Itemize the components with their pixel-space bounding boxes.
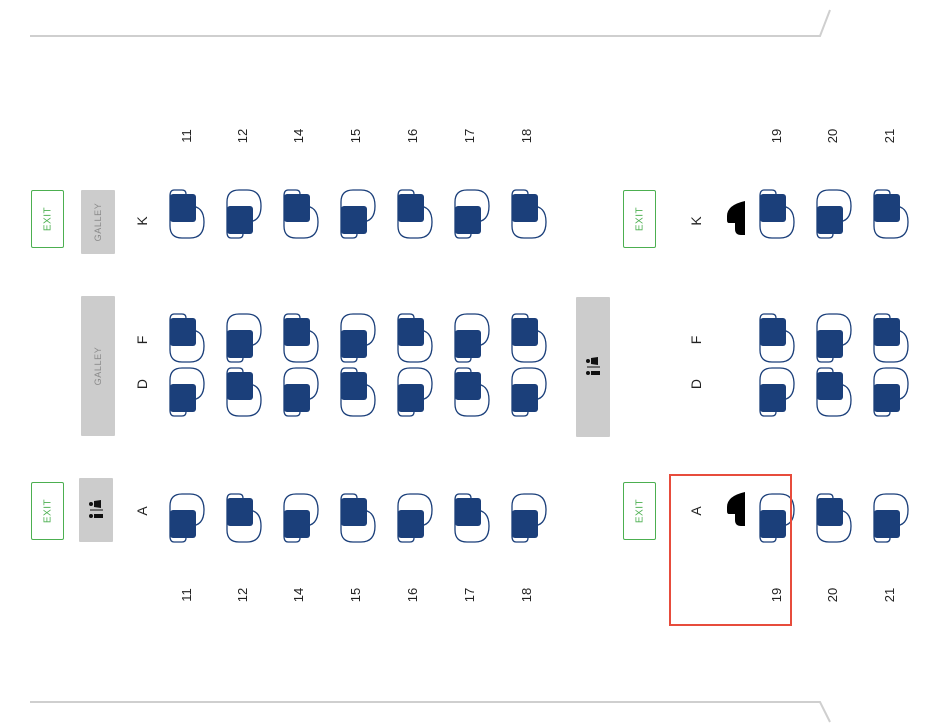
seat-14A[interactable] <box>282 492 320 544</box>
seat-letter-d: D <box>688 378 704 390</box>
seat-15D[interactable] <box>339 366 377 418</box>
seat-20D[interactable] <box>815 366 853 418</box>
row-number: 14 <box>291 587 306 603</box>
seat-17F[interactable] <box>453 312 491 364</box>
seat-16F[interactable] <box>396 312 434 364</box>
row-number: 14 <box>291 128 306 144</box>
seat-14K[interactable] <box>282 188 320 240</box>
seat-17K[interactable] <box>453 188 491 240</box>
row-number: 20 <box>825 587 840 603</box>
seat-18F[interactable] <box>510 312 548 364</box>
row-number: 16 <box>405 587 420 603</box>
row-number: 12 <box>235 587 250 603</box>
seat-15A[interactable] <box>339 492 377 544</box>
galley-top: GALLEY <box>81 190 115 254</box>
seat-11D[interactable] <box>168 366 206 418</box>
seat-14F[interactable] <box>282 312 320 364</box>
row-number: 12 <box>235 128 250 144</box>
row-number: 11 <box>179 588 194 602</box>
seat-19D[interactable] <box>758 366 796 418</box>
seat-12A[interactable] <box>225 492 263 544</box>
exit-mid-bottom: EXIT <box>623 482 656 540</box>
seat-12D[interactable] <box>225 366 263 418</box>
seat-12F[interactable] <box>225 312 263 364</box>
seat-15F[interactable] <box>339 312 377 364</box>
seat-20A[interactable] <box>815 492 853 544</box>
seat-18A[interactable] <box>510 492 548 544</box>
lavatory-middle <box>576 297 610 437</box>
row-number: 17 <box>462 128 477 144</box>
seat-21D[interactable] <box>872 366 910 418</box>
seat-11F[interactable] <box>168 312 206 364</box>
seat-letter-k: K <box>688 216 704 226</box>
seat-letter-f: F <box>134 335 150 345</box>
restroom-icon <box>89 500 103 518</box>
seat-17A[interactable] <box>453 492 491 544</box>
row-number: 16 <box>405 128 420 144</box>
seat-15K[interactable] <box>339 188 377 240</box>
seat-21K[interactable] <box>872 188 910 240</box>
seat-letter-a: A <box>134 506 150 516</box>
seat-17D[interactable] <box>453 366 491 418</box>
selected-seat-highlight <box>669 474 792 626</box>
row-number: 21 <box>882 587 897 603</box>
seat-21A[interactable] <box>872 492 910 544</box>
seat-18D[interactable] <box>510 366 548 418</box>
seat-16D[interactable] <box>396 366 434 418</box>
row-number: 20 <box>825 128 840 144</box>
bassinet-icon <box>727 201 745 235</box>
seat-20F[interactable] <box>815 312 853 364</box>
row-number: 15 <box>348 587 363 603</box>
seat-letter-f: F <box>688 335 704 345</box>
row-number: 15 <box>348 128 363 144</box>
bassinet-icon <box>727 492 745 526</box>
seat-letter-d: D <box>134 378 150 390</box>
lavatory-front <box>79 478 113 542</box>
seat-16K[interactable] <box>396 188 434 240</box>
seat-11A[interactable] <box>168 492 206 544</box>
exit-front-bottom: EXIT <box>31 482 64 540</box>
seat-18K[interactable] <box>510 188 548 240</box>
seat-12K[interactable] <box>225 188 263 240</box>
row-number: 18 <box>519 587 534 603</box>
row-number: 18 <box>519 128 534 144</box>
seat-letter-k: K <box>134 216 150 226</box>
row-number: 21 <box>882 128 897 144</box>
seat-19A[interactable] <box>758 492 796 544</box>
row-number: 17 <box>462 587 477 603</box>
seat-21F[interactable] <box>872 312 910 364</box>
seat-19K[interactable] <box>758 188 796 240</box>
seat-20K[interactable] <box>815 188 853 240</box>
exit-front-top: EXIT <box>31 190 64 248</box>
galley-center: GALLEY <box>81 296 115 436</box>
seat-16A[interactable] <box>396 492 434 544</box>
seat-14D[interactable] <box>282 366 320 418</box>
row-number: 19 <box>769 128 784 144</box>
seat-11K[interactable] <box>168 188 206 240</box>
exit-mid-top: EXIT <box>623 190 656 248</box>
row-number: 11 <box>179 129 194 143</box>
restroom-icon <box>586 357 600 375</box>
seat-19F[interactable] <box>758 312 796 364</box>
